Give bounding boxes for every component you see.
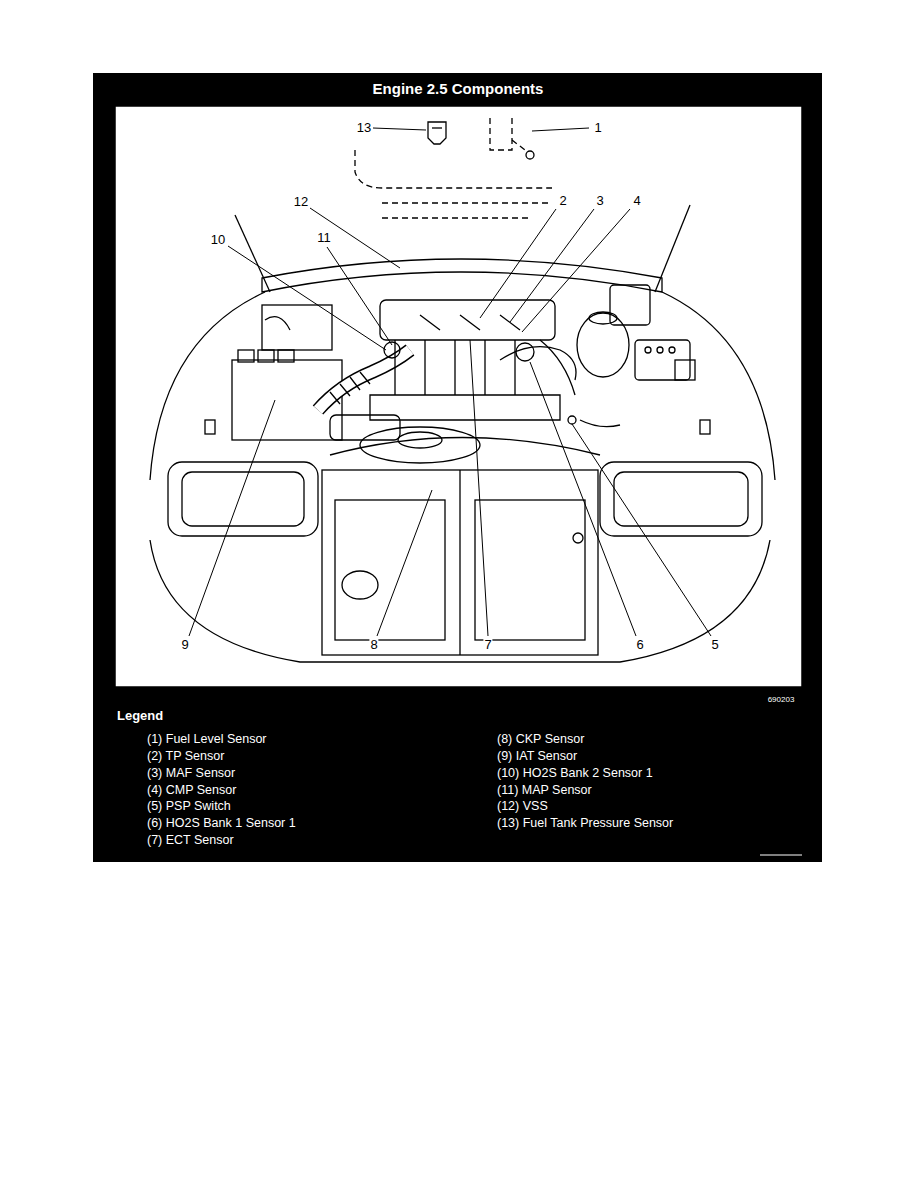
hood-edge xyxy=(262,259,662,292)
fuel-tank-outline xyxy=(382,202,552,203)
callout-number: 6 xyxy=(635,638,644,652)
engine-bay-drawing xyxy=(610,285,650,325)
fuse-box xyxy=(262,305,332,350)
engine-bay-drawing xyxy=(258,350,274,362)
engine-bay-drawing xyxy=(395,340,515,395)
leader-lines xyxy=(377,490,432,636)
frame-panel xyxy=(93,73,822,862)
fuel-tank-pressure-sensor-symbol xyxy=(428,122,446,144)
engine-bay-drawing xyxy=(573,533,583,543)
legend-entry: (7) ECT Sensor xyxy=(147,834,234,848)
engine-bay-drawing xyxy=(657,347,663,353)
fender xyxy=(150,292,265,480)
callout-number: 8 xyxy=(369,638,378,652)
hood-strut xyxy=(655,205,690,292)
engine-bay-drawing xyxy=(335,500,445,640)
engine-bay-drawing xyxy=(700,420,710,434)
engine-bay-drawing xyxy=(330,372,370,404)
callout-number: 11 xyxy=(316,231,332,245)
engine-bay-drawing xyxy=(318,350,410,410)
engine-bay-drawing xyxy=(459,470,460,655)
fuel-level-sensor-symbol xyxy=(526,151,534,159)
leader-lines xyxy=(189,128,711,636)
legend-entry: (8) CKP Sensor xyxy=(497,733,584,747)
diagram-title: Engine 2.5 Components xyxy=(373,81,544,98)
callout-number: 3 xyxy=(595,194,604,208)
legend-entry: (11) MAP Sensor xyxy=(497,784,592,798)
figure-code: 690203 xyxy=(768,696,795,705)
legend-entry: (10) HO2S Bank 2 Sensor 1 xyxy=(497,767,653,781)
engine-bay-drawing xyxy=(398,432,442,448)
engine-bay-drawing xyxy=(645,347,651,353)
engine-bay-drawing xyxy=(330,415,400,440)
fuel-tank-outline xyxy=(512,140,525,150)
leader-lines xyxy=(510,209,594,322)
engine-bay-drawing xyxy=(420,315,520,330)
engine-bay-drawing xyxy=(475,500,585,640)
headlight xyxy=(168,462,318,536)
legend-entry: (6) HO2S Bank 1 Sensor 1 xyxy=(147,817,296,831)
leader-lines xyxy=(470,340,488,636)
engine-bay-drawing xyxy=(182,472,304,526)
leader-lines xyxy=(532,128,589,131)
engine-bay-drawing xyxy=(238,350,254,362)
callout-number: 1 xyxy=(593,121,602,135)
leader-lines xyxy=(310,208,400,268)
radiator-support xyxy=(322,470,598,655)
engine-bay-drawing xyxy=(500,347,576,380)
fuel-tank-outline xyxy=(355,118,552,218)
legend-entry: (4) CMP Sensor xyxy=(147,784,236,798)
headlight xyxy=(600,462,762,536)
engine-bay-drawing xyxy=(568,416,576,424)
engine-bay-drawing xyxy=(150,118,775,662)
callout-number: 9 xyxy=(180,638,189,652)
legend-heading: Legend xyxy=(117,709,163,723)
callout-number: 12 xyxy=(293,195,309,209)
air-intake-hose xyxy=(318,350,410,410)
callout-number: 2 xyxy=(558,194,567,208)
fuel-tank-outline xyxy=(382,217,532,218)
footer-rule xyxy=(760,855,802,856)
engine-bay-drawing xyxy=(370,395,560,420)
leader-lines xyxy=(522,209,630,332)
callout-number: 13 xyxy=(356,121,372,135)
callout-number: 7 xyxy=(483,638,492,652)
legend-entry: (3) MAF Sensor xyxy=(147,767,235,781)
engine-bay-drawing xyxy=(432,127,442,128)
legend-entry: (1) Fuel Level Sensor xyxy=(147,733,267,747)
engine-bay-drawing xyxy=(589,312,617,324)
fuel-tank-outline xyxy=(490,118,512,150)
leader-lines xyxy=(572,424,711,636)
callout-number: 10 xyxy=(210,233,226,247)
legend-entry: (2) TP Sensor xyxy=(147,750,224,764)
engine-bay-drawing xyxy=(205,420,215,434)
intake-manifold xyxy=(380,300,555,340)
engine-bay-drawing xyxy=(669,347,675,353)
engine-bay-drawing xyxy=(278,350,294,362)
engine-bay-drawing xyxy=(342,571,378,599)
callout-number: 4 xyxy=(632,194,641,208)
engine-bay-drawing xyxy=(265,317,290,330)
leader-lines xyxy=(373,128,426,130)
engine-bay-drawing xyxy=(516,343,534,361)
leader-lines xyxy=(228,246,386,350)
legend-entry: (12) VSS xyxy=(497,800,548,814)
legend-entry: (13) Fuel Tank Pressure Sensor xyxy=(497,817,673,831)
leader-lines xyxy=(530,362,636,636)
leader-lines xyxy=(327,247,392,345)
engine-bay-drawing xyxy=(580,420,620,427)
fender xyxy=(662,292,775,480)
leader-lines xyxy=(480,209,556,318)
engine-bay-drawing xyxy=(675,360,695,380)
callout-number: 5 xyxy=(710,638,719,652)
legend-entry: (5) PSP Switch xyxy=(147,800,231,814)
engine-bay-drawing xyxy=(540,340,575,395)
leader-lines xyxy=(189,400,275,636)
fuel-tank-outline xyxy=(355,150,552,188)
legend-entry: (9) IAT Sensor xyxy=(497,750,577,764)
drawing-area xyxy=(115,106,802,687)
reservoir xyxy=(577,313,629,377)
